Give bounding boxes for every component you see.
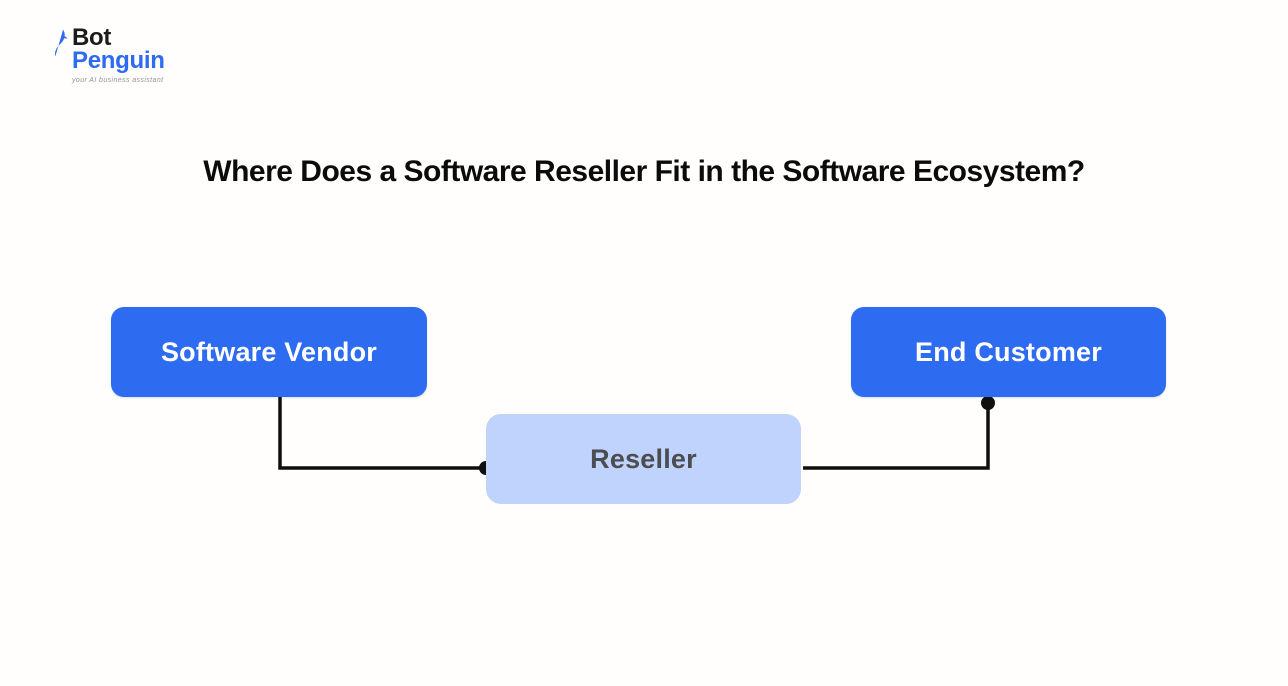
connector-reseller-to-customer [803, 406, 990, 470]
node-software-vendor-label: Software Vendor [160, 336, 378, 367]
node-end-customer: End Customer [851, 307, 1166, 397]
logo-wordmark: Bot Penguin your AI business assistant [72, 24, 165, 85]
logo-tagline: your AI business assistant [72, 77, 164, 84]
connector-dot-end-customer [981, 396, 995, 410]
node-software-vendor: Software Vendor [111, 307, 427, 397]
connector-vendor-to-reseller [278, 397, 482, 470]
node-reseller-label: Reseller [590, 443, 697, 474]
page-title: Where Does a Software Reseller Fit in th… [203, 155, 1085, 188]
logo-word-bot: Bot [72, 24, 112, 51]
penguin-icon [55, 29, 68, 57]
node-end-customer-label: End Customer [915, 336, 1102, 367]
logo-word-penguin: Penguin [72, 47, 165, 74]
node-reseller: Reseller [486, 414, 801, 504]
botpenguin-logo: Bot Penguin your AI business assistant [38, 26, 165, 84]
